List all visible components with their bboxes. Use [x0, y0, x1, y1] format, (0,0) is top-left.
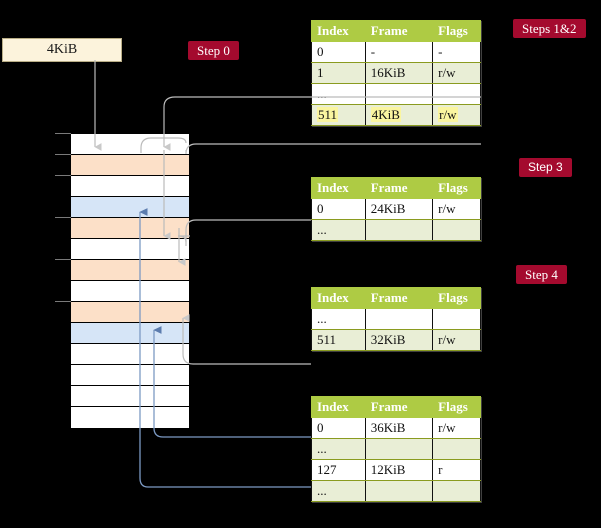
page-table-cell-flags — [432, 308, 481, 330]
page-table-cell-flags — [432, 438, 481, 460]
page-table-row: ... — [311, 308, 481, 330]
page-table-cell-index: 1 — [311, 62, 366, 84]
page-table-cell-index: 511 — [311, 104, 366, 126]
badge-steps-1-2: Steps 1&2 — [513, 19, 586, 38]
page-table-cell-frame: 32KiB — [364, 329, 434, 351]
page-table-row: ... — [311, 83, 481, 105]
wire-l4-out-a — [185, 143, 481, 155]
page-table-row: ... — [311, 480, 481, 502]
memory-frame-row — [71, 176, 189, 197]
memory-frame-row — [71, 155, 189, 176]
page-table-cell-frame: 16KiB — [364, 62, 434, 84]
page-table-cell-flags — [432, 219, 481, 241]
memory-tick-mark — [55, 175, 71, 176]
memory-frame-row — [71, 323, 189, 344]
highlighted-value: 4KiB — [370, 107, 401, 122]
column-header-index: Index — [311, 177, 366, 199]
memory-tick-mark — [55, 217, 71, 218]
page-table-cell-index: 0 — [311, 417, 366, 439]
memory-tick-mark — [55, 154, 71, 155]
memory-frame-row — [71, 302, 189, 323]
wire-l2-out — [182, 314, 311, 365]
memory-frame-row — [71, 218, 189, 239]
page-table-cell-frame: 36KiB — [364, 417, 434, 439]
memory-frame-row — [71, 344, 189, 365]
memory-tick-mark — [55, 259, 71, 260]
page-table-cell-flags: r — [432, 459, 481, 481]
page-table-cell-index: 127 — [311, 459, 366, 481]
memory-frame-row — [71, 407, 189, 428]
physical-memory-column — [70, 133, 190, 429]
memory-tick-mark — [55, 133, 71, 134]
column-header-flags: Flags — [432, 396, 481, 418]
source-frame-box: 4KiB — [2, 38, 122, 62]
column-header-index: Index — [311, 20, 366, 42]
page-table-cell-flags — [432, 83, 481, 105]
highlighted-value: 511 — [317, 107, 339, 122]
page-table-cell-frame — [364, 219, 434, 241]
page-table-cell-index: ... — [311, 438, 366, 460]
page-table-cell-index: ... — [311, 219, 366, 241]
page-table-cell-index: ... — [311, 480, 366, 502]
page-table-cell-flags: r/w — [432, 417, 481, 439]
column-header-index: Index — [311, 396, 366, 418]
page-table-row: ... — [311, 219, 481, 241]
page-table-cell-flags: - — [432, 41, 481, 63]
column-header-flags: Flags — [432, 287, 481, 309]
page-table-cell-flags: r/w — [432, 104, 481, 126]
memory-frame-row — [71, 281, 189, 302]
highlighted-value: r/w — [438, 107, 458, 122]
page-table-row: ... — [311, 438, 481, 460]
column-header-frame: Frame — [364, 20, 434, 42]
memory-frame-row — [71, 239, 189, 260]
page-table-cell-flags: r/w — [432, 62, 481, 84]
column-header-frame: Frame — [364, 396, 434, 418]
column-header-flags: Flags — [432, 20, 481, 42]
page-table-cell-frame: 4KiB — [364, 104, 434, 126]
column-header-index: Index — [311, 287, 366, 309]
page-table-cell-frame: - — [364, 41, 434, 63]
page-table-cell-frame: 12KiB — [364, 459, 434, 481]
page-table-cell-index: ... — [311, 308, 366, 330]
page-table-cell-flags — [432, 480, 481, 502]
page-table-cell-index: 0 — [311, 41, 366, 63]
page-table-cell-frame — [364, 480, 434, 502]
memory-frame-row — [71, 197, 189, 218]
page-table-row: 511 4KiB r/w — [311, 104, 481, 126]
page-table-cell-index: 0 — [311, 198, 366, 220]
page-table-cell-frame — [364, 83, 434, 105]
memory-tick-mark — [55, 301, 71, 302]
page-table-cell-frame — [364, 438, 434, 460]
page-table-cell-index: 511 — [311, 329, 366, 351]
page-table-row: 0-- — [311, 41, 481, 63]
page-table-cell-frame — [364, 308, 434, 330]
page-table-cell-flags: r/w — [432, 198, 481, 220]
badge-step-4: Step 4 — [516, 265, 567, 284]
page-table-cell-index: ... — [311, 83, 366, 105]
column-header-frame: Frame — [364, 287, 434, 309]
memory-frame-row — [71, 260, 189, 281]
memory-frame-row — [71, 134, 189, 155]
memory-frame-row — [71, 365, 189, 386]
badge-step-3: Step 3 — [519, 158, 572, 177]
badge-step-0: Step 0 — [188, 41, 239, 60]
page-table-cell-frame: 24KiB — [364, 198, 434, 220]
page-table-cell-flags: r/w — [432, 329, 481, 351]
column-header-flags: Flags — [432, 177, 481, 199]
column-header-frame: Frame — [364, 177, 434, 199]
wire-l3-out — [185, 219, 311, 246]
memory-frame-row — [71, 386, 189, 407]
